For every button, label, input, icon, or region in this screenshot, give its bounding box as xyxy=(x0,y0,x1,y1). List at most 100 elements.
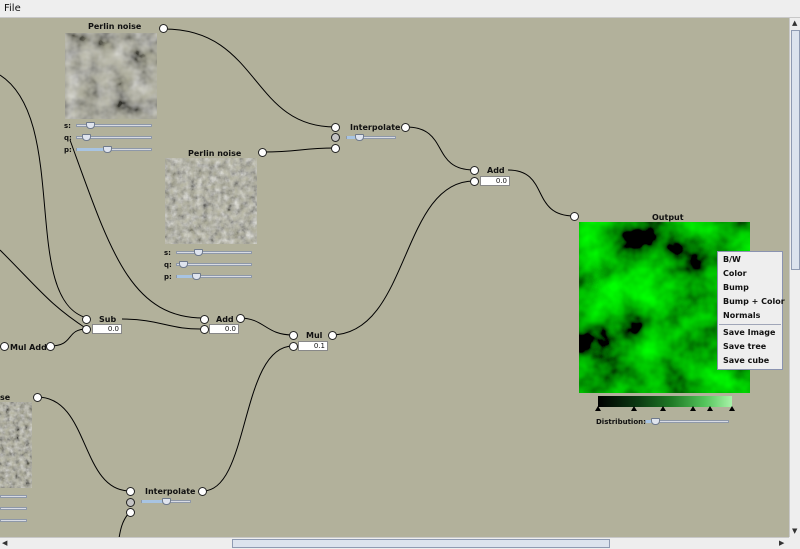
interpolate-title-2: Interpolate xyxy=(145,487,196,496)
slider-knob[interactable] xyxy=(103,146,112,153)
slider-knob[interactable] xyxy=(162,498,171,505)
add1-input-a[interactable] xyxy=(470,166,479,175)
sub-title: Sub xyxy=(99,315,117,324)
gradient-stop-marker[interactable] xyxy=(729,406,735,411)
partial-noise-output-port[interactable] xyxy=(33,393,42,402)
perlin1-p-slider[interactable] xyxy=(76,148,152,151)
slider-knob[interactable] xyxy=(82,134,91,141)
interpolate-title-1: Interpolate xyxy=(350,123,401,132)
mul-add-input[interactable] xyxy=(0,342,9,351)
partial-noise-title: se xyxy=(0,393,11,402)
scroll-left-icon[interactable]: ◀ xyxy=(2,539,8,547)
sub-input-b[interactable] xyxy=(82,325,91,334)
param-label: q: xyxy=(64,134,72,142)
interpolate1-input-b[interactable] xyxy=(331,144,340,153)
interpolate2-output-port[interactable] xyxy=(198,487,207,496)
wire-add1-output xyxy=(507,169,575,217)
mul-input-b[interactable] xyxy=(289,342,298,351)
output-context-menu: B/W Color Bump Bump + Color Normals Save… xyxy=(717,251,785,370)
slider-knob[interactable] xyxy=(194,249,203,256)
horizontal-scroll-thumb[interactable] xyxy=(232,539,610,548)
gradient-stop-marker[interactable] xyxy=(707,406,713,411)
slider-fill xyxy=(177,275,195,278)
mul-output-port[interactable] xyxy=(328,331,337,340)
perlin-noise-preview-1 xyxy=(65,33,157,119)
vertical-scrollbar[interactable]: ▲ ▼ xyxy=(789,18,800,537)
node-canvas[interactable]: Perlin noise s: q: p: Perlin noise s: q:… xyxy=(0,18,789,537)
slider-fill xyxy=(77,148,106,151)
wire-noise-interp2 xyxy=(36,396,131,492)
add1-input-b[interactable] xyxy=(470,177,479,186)
output-input-port[interactable] xyxy=(570,212,579,221)
gradient-stop-marker[interactable] xyxy=(660,406,666,411)
menu-item-bump[interactable]: Bump xyxy=(723,283,749,292)
sub-input-a[interactable] xyxy=(82,315,91,324)
gradient-stop-marker[interactable] xyxy=(595,406,601,411)
slider-knob[interactable] xyxy=(179,261,188,268)
perlin2-q-slider[interactable] xyxy=(176,263,252,266)
partial-slider-1[interactable] xyxy=(0,495,27,498)
add-title-1: Add xyxy=(487,166,505,175)
menu-item-bw[interactable]: B/W xyxy=(723,255,741,264)
perlin1-output-port[interactable] xyxy=(159,24,168,33)
connection-wires xyxy=(0,28,575,537)
wire-mul-add1 xyxy=(330,180,475,336)
add2-input-b[interactable] xyxy=(200,325,209,334)
add2-input-a[interactable] xyxy=(200,315,209,324)
gradient-stop-marker[interactable] xyxy=(690,406,696,411)
perlin2-output-port[interactable] xyxy=(258,148,267,157)
horizontal-scrollbar[interactable]: ◀ ▶ xyxy=(0,537,789,549)
menu-item-save-tree[interactable]: Save tree xyxy=(723,342,767,351)
perlin-noise-title-1: Perlin noise xyxy=(88,22,142,31)
menu-item-normals[interactable]: Normals xyxy=(723,311,761,320)
interpolate1-slider[interactable] xyxy=(346,136,396,139)
sub-value-field[interactable]: 0.0 xyxy=(92,324,122,334)
partial-slider-3[interactable] xyxy=(0,519,27,522)
mul-value-field[interactable]: 0.1 xyxy=(298,341,328,351)
menu-item-save-cube[interactable]: Save cube xyxy=(723,356,770,365)
mul-add-output-port[interactable] xyxy=(46,342,55,351)
slider-knob[interactable] xyxy=(86,122,95,129)
distribution-slider[interactable] xyxy=(645,420,729,423)
wire-interp1-add1 xyxy=(405,126,475,171)
menu-file[interactable]: File xyxy=(4,3,21,14)
scroll-right-icon[interactable]: ▶ xyxy=(779,539,785,547)
perlin1-q-slider[interactable] xyxy=(76,136,152,139)
perlin-noise-preview-2 xyxy=(165,158,257,244)
scroll-up-icon[interactable]: ▲ xyxy=(792,19,798,27)
mul-title: Mul xyxy=(306,331,323,340)
partial-noise-preview xyxy=(0,402,32,488)
add1-value-field[interactable]: 0.0 xyxy=(480,176,510,186)
interpolate2-input-factor[interactable] xyxy=(126,498,135,507)
wire-perlin1-interp1 xyxy=(163,28,336,128)
menu-item-bump-color[interactable]: Bump + Color xyxy=(723,297,785,306)
scroll-down-icon[interactable]: ▼ xyxy=(792,527,798,535)
perlin1-s-slider[interactable] xyxy=(76,124,152,127)
wire-muladd-sub xyxy=(49,328,88,347)
perlin2-p-slider[interactable] xyxy=(176,275,252,278)
add2-output-port[interactable] xyxy=(236,314,245,323)
interpolate1-input-a[interactable] xyxy=(331,123,340,132)
interpolate1-output-port[interactable] xyxy=(401,123,410,132)
add-title-2: Add xyxy=(216,315,234,324)
perlin-noise-title-2: Perlin noise xyxy=(188,149,242,158)
output-title: Output xyxy=(652,213,684,222)
gradient-stop-marker[interactable] xyxy=(631,406,637,411)
param-label: s: xyxy=(164,249,171,257)
mul-input-a[interactable] xyxy=(289,331,298,340)
wire-long-add2 xyxy=(0,249,88,330)
slider-knob[interactable] xyxy=(355,134,364,141)
vertical-scroll-thumb[interactable] xyxy=(791,30,800,270)
partial-slider-2[interactable] xyxy=(0,507,27,510)
interpolate2-input-a[interactable] xyxy=(126,487,135,496)
wire-top-add2 xyxy=(69,139,205,319)
slider-knob[interactable] xyxy=(192,273,201,280)
perlin2-s-slider[interactable] xyxy=(176,251,252,254)
menu-item-color[interactable]: Color xyxy=(723,269,747,278)
wire-sub-add2 xyxy=(121,318,205,330)
interpolate2-input-b[interactable] xyxy=(126,508,135,517)
interpolate1-input-factor[interactable] xyxy=(331,133,340,142)
slider-knob[interactable] xyxy=(651,418,660,425)
menu-item-save-image[interactable]: Save Image xyxy=(723,328,776,337)
add2-value-field[interactable]: 0.0 xyxy=(209,324,239,334)
